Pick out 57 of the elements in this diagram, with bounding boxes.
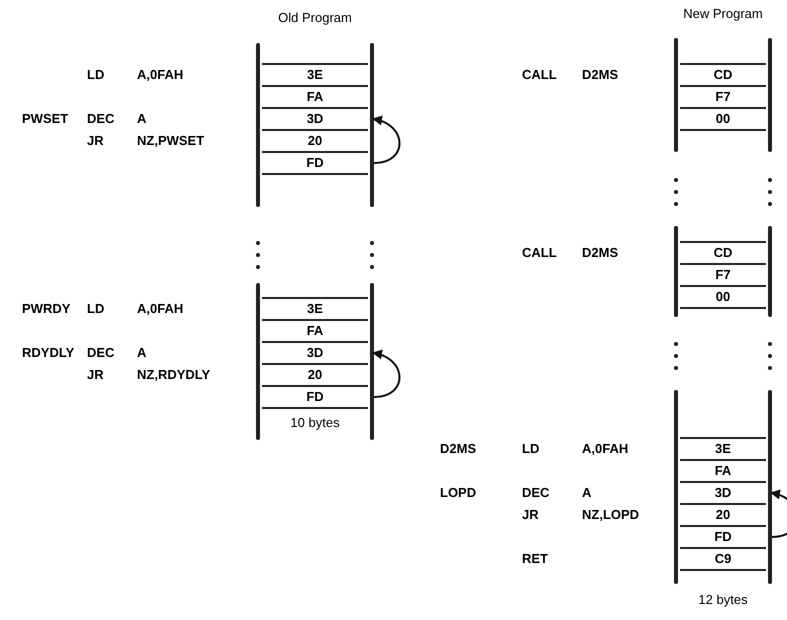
assembly-text: D2MS — [582, 68, 618, 81]
assembly-text: JR — [87, 368, 104, 381]
hex-byte: CD — [714, 244, 732, 262]
assembly-text: A,0FAH — [137, 68, 184, 81]
assembly-text: CALL — [522, 246, 557, 259]
hex-byte: C9 — [714, 550, 732, 568]
loop-arrow — [770, 490, 787, 538]
assembly-text: LD — [87, 68, 104, 81]
assembly-text: CALL — [522, 68, 557, 81]
assembly-text: A — [582, 486, 592, 499]
loop-arrow — [372, 116, 400, 164]
assembly-text: JR — [522, 508, 539, 521]
caption-text: RET — [522, 552, 548, 565]
loop-arrow — [372, 350, 400, 398]
hex-byte: FA — [306, 322, 324, 340]
caption-text: 12 bytes — [698, 593, 748, 606]
hex-byte: 3D — [714, 484, 732, 502]
hex-byte: FD — [714, 528, 732, 546]
assembly-text: PWRDY — [22, 302, 70, 315]
hex-byte: FD — [306, 154, 324, 172]
hex-byte: CD — [714, 66, 732, 84]
assembly-text: JR — [87, 134, 104, 147]
assembly-text: NZ,LOPD — [582, 508, 640, 521]
hex-byte: 3E — [307, 66, 323, 84]
assembly-text: A,0FAH — [137, 302, 184, 315]
assembly-text: PWSET — [22, 112, 68, 125]
hex-byte: 3D — [306, 110, 324, 128]
assembly-text: A — [137, 112, 146, 125]
hex-byte: 00 — [716, 288, 730, 306]
hex-byte: 3E — [307, 300, 323, 318]
hex-byte: 3D — [306, 344, 324, 362]
hex-byte: 20 — [716, 506, 730, 524]
assembly-text: D2MS — [582, 246, 618, 259]
hex-byte: FD — [306, 388, 324, 406]
assembly-text: DEC — [522, 486, 550, 499]
hex-byte: FA — [714, 462, 732, 480]
assembly-text: DEC — [87, 112, 114, 125]
assembly-text: DEC — [87, 346, 114, 359]
hex-byte: 3E — [715, 440, 731, 458]
caption-text: Old Program — [278, 11, 352, 24]
assembly-text: D2MS — [440, 442, 476, 455]
assembly-text: LOPD — [440, 486, 476, 499]
assembly-text: LD — [522, 442, 540, 455]
hex-byte: FA — [306, 88, 324, 106]
assembly-text: A,0FAH — [582, 442, 628, 455]
assembly-text: NZ,PWSET — [137, 134, 204, 147]
hex-byte: F7 — [715, 88, 731, 106]
assembly-text: RDYDLY — [22, 346, 74, 359]
assembly-text: LD — [87, 302, 104, 315]
hex-byte: 20 — [308, 366, 322, 384]
hex-byte: 00 — [716, 110, 730, 128]
caption-text: 10 bytes — [290, 416, 340, 429]
assembly-text: A — [137, 346, 146, 359]
caption-text: New Program — [683, 7, 763, 20]
hex-byte: F7 — [715, 266, 731, 284]
assembly-text: NZ,RDYDLY — [137, 368, 210, 381]
hex-byte: 20 — [308, 132, 322, 150]
